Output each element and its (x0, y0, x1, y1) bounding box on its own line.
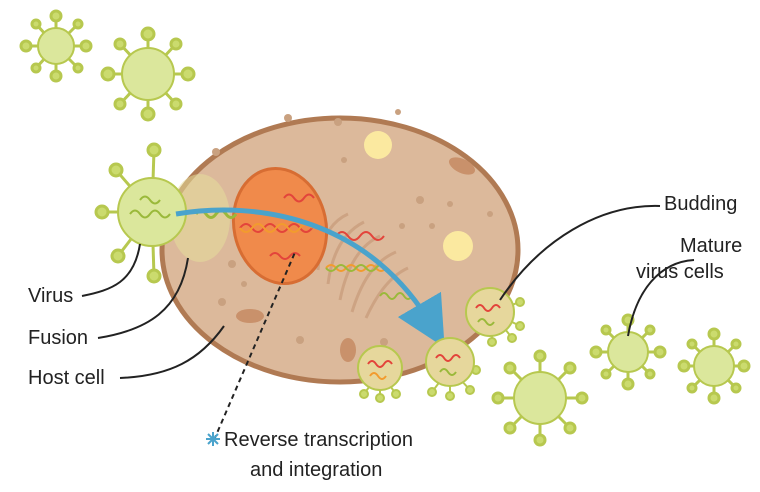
virus-entering (94, 142, 187, 284)
label-reverse-transcription-line2: and integration (250, 459, 383, 481)
label-virus: Virus (28, 285, 74, 307)
asterisk-icon (206, 432, 220, 446)
label-reverse-transcription-line1: Reverse transcription (224, 429, 413, 451)
leader-lines (81, 204, 695, 441)
leader-budding (499, 204, 661, 301)
free-virus-large (100, 26, 196, 122)
golgi-apparatus (316, 212, 409, 319)
mature-virus-3 (677, 327, 751, 405)
leader-host-cell (119, 325, 225, 379)
host-cell-organelles (212, 109, 500, 362)
label-mature-line2: virus cells (636, 261, 724, 283)
budding-virus-3 (465, 287, 525, 347)
mature-virus-2 (589, 313, 667, 391)
label-fusion: Fusion (28, 327, 89, 349)
leader-fusion (97, 257, 189, 339)
mature-virus-1 (491, 349, 589, 447)
free-virus-small (19, 9, 93, 83)
budding-virus-1 (357, 345, 403, 403)
leader-virus (81, 243, 141, 297)
label-mature-line1: Mature (680, 235, 743, 257)
budding-virus-2 (425, 337, 481, 401)
label-budding: Budding (664, 193, 738, 215)
nucleus (231, 166, 329, 286)
fusion-zone (170, 174, 230, 262)
label-host-cell: Host cell (28, 367, 105, 389)
leader-reverse-transcription (213, 249, 297, 441)
leader-mature (627, 259, 695, 337)
process-arrow (175, 207, 445, 348)
